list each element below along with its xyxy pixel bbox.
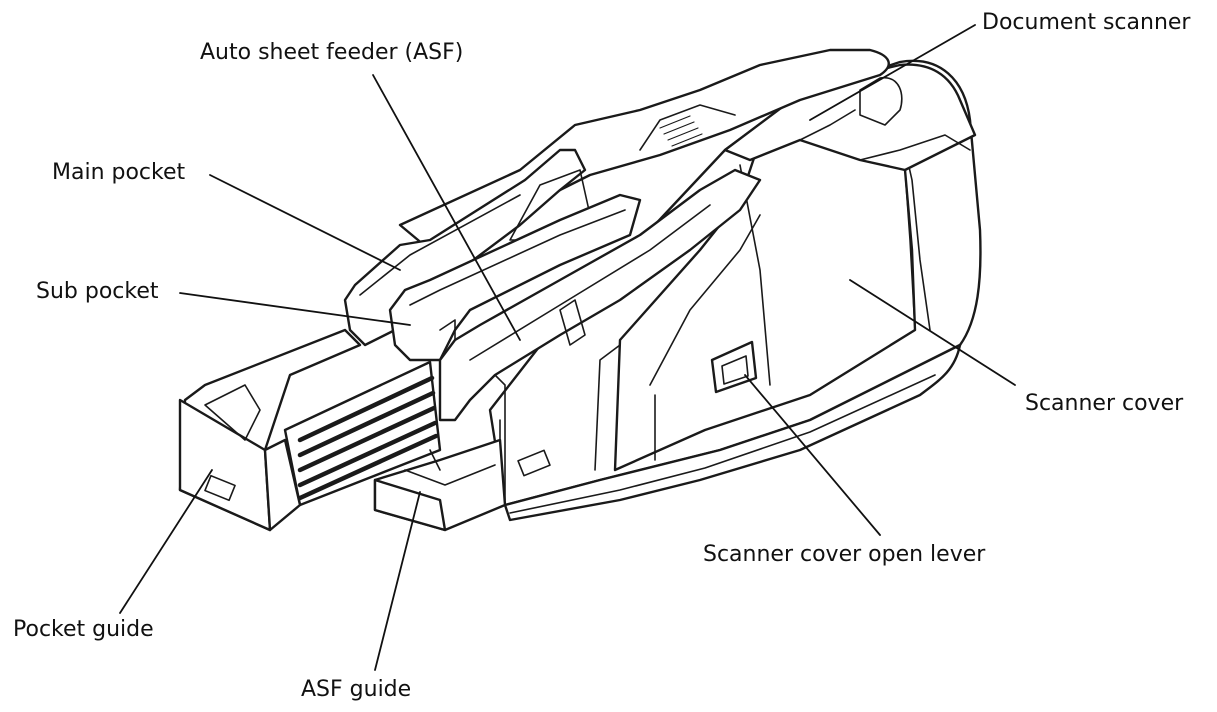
- leader-cover-open-lever: [744, 374, 881, 536]
- asf-guide-box: [373, 438, 507, 532]
- label-scanner-cover: Scanner cover: [1025, 391, 1184, 416]
- leader-scanner-cover: [849, 279, 1016, 386]
- sub-pocket: [388, 193, 642, 362]
- leader-main-pocket: [209, 174, 401, 271]
- pocket-guide-box: [178, 328, 362, 532]
- label-auto-sheet-feeder: Auto sheet feeder (ASF): [200, 40, 464, 65]
- leader-sub-pocket: [179, 292, 411, 326]
- label-main-pocket: Main pocket: [52, 160, 186, 185]
- front-badge: [517, 449, 551, 477]
- leader-pocket-guide: [119, 469, 213, 614]
- label-pocket-guide: Pocket guide: [13, 617, 154, 642]
- leader-document-scanner: [809, 24, 976, 121]
- leader-auto-sheet-feeder: [372, 74, 521, 341]
- cover-open-lever: [710, 340, 758, 394]
- label-document-scanner: Document scanner: [982, 10, 1191, 35]
- document-scanner-module: [723, 63, 977, 331]
- leader-asf-guide: [374, 491, 421, 671]
- label-asf-guide: ASF guide: [301, 677, 412, 702]
- leader-lines: [119, 24, 1016, 671]
- label-scanner-cover-open-lever: Scanner cover open lever: [703, 542, 986, 567]
- label-sub-pocket: Sub pocket: [36, 279, 159, 304]
